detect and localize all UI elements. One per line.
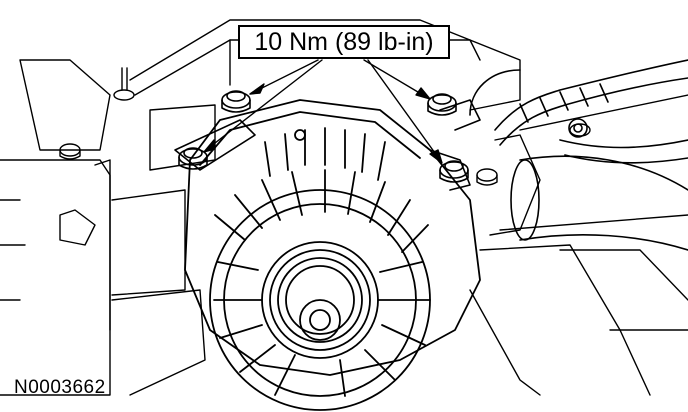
arrowhead-right [429, 149, 443, 164]
figure-id: N0003662 [14, 377, 106, 398]
arrowhead-upper-left [249, 83, 265, 95]
arrowhead-left [203, 139, 216, 153]
intake-duct [510, 155, 688, 251]
alternator [184, 99, 481, 411]
bolt-small-right [476, 123, 591, 186]
arrowhead-upper-right [415, 87, 431, 100]
bolt-left [178, 147, 208, 170]
bolt-right [439, 160, 469, 183]
pulley-nut [299, 299, 341, 341]
leader-arrows [203, 59, 443, 164]
bolt-upper-right [427, 93, 457, 116]
bolt-upper-left [221, 90, 251, 113]
wiring-harness [469, 59, 688, 164]
bolt-small-left [59, 143, 81, 160]
torque-spec-callout: 10 Nm (89 lb-in) [238, 25, 450, 59]
bolt-stud-top-left [113, 67, 135, 101]
